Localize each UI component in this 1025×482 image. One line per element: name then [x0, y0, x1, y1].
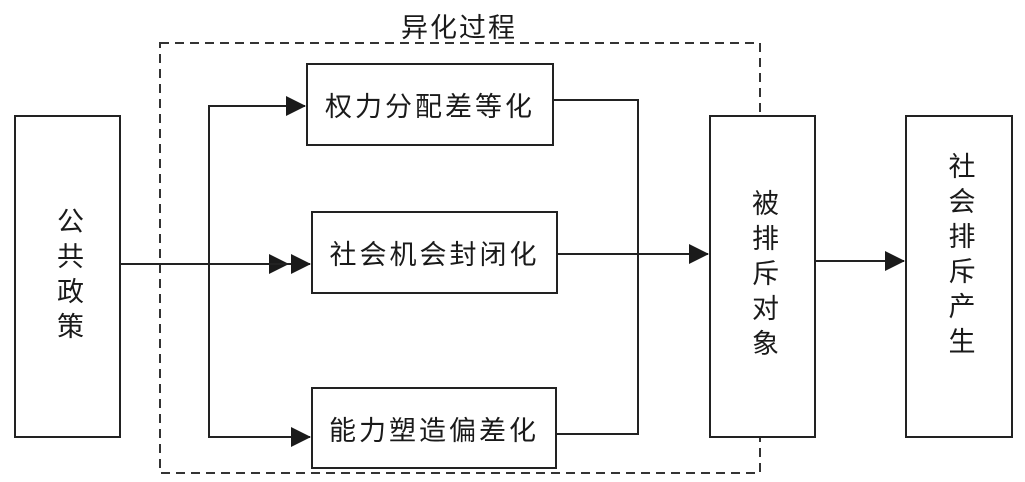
node-public-policy: 公共政策: [14, 115, 121, 438]
edge-power-distribution-out: [553, 99, 639, 435]
node-capability-deviation: 能力塑造偏差化: [311, 387, 557, 469]
node-social-exclusion: 社会排斥产生: [905, 115, 1013, 438]
node-label: 权力分配差等化: [325, 92, 535, 123]
node-power-distribution: 权力分配差等化: [306, 63, 554, 146]
node-label: 社会机会封闭化: [329, 240, 540, 271]
group-title: 异化过程: [401, 13, 517, 44]
node-label: 公共政策: [52, 206, 83, 347]
node-label: 被排斥对象: [747, 189, 778, 364]
node-label: 社会排斥产生: [943, 151, 975, 362]
node-opportunity-closure: 社会机会封闭化: [311, 211, 558, 294]
node-excluded-objects: 被排斥对象: [709, 115, 816, 438]
node-label: 能力塑造偏差化: [329, 415, 539, 447]
